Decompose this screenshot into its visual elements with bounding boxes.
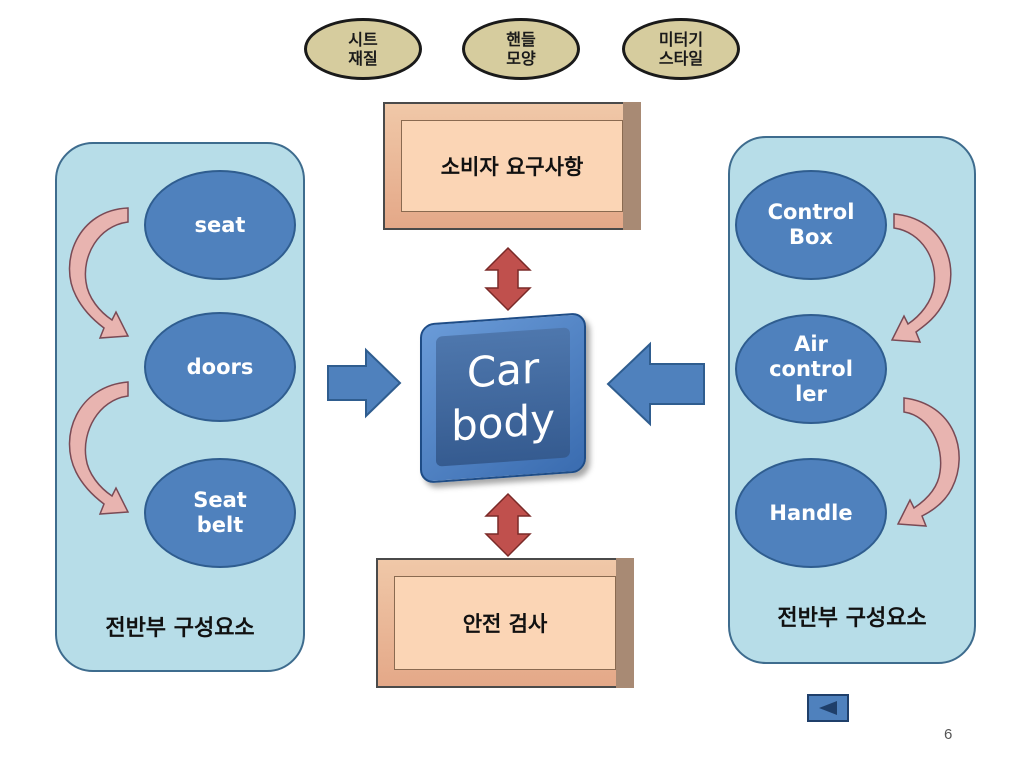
oval-doors: doors xyxy=(144,312,296,422)
tag-line2: 스타일 xyxy=(658,49,704,68)
oval-control-box: Control Box xyxy=(735,170,887,280)
oval-label-line2: Box xyxy=(789,225,833,249)
tag-line2: 모양 xyxy=(506,49,536,68)
oval-label: Handle xyxy=(769,500,853,525)
arrow-left-to-center xyxy=(327,347,402,419)
car-body-box: Car body xyxy=(420,312,586,484)
tag-seat-material: 시트 재질 xyxy=(304,18,422,80)
oval-air-controller: Air control ler xyxy=(735,314,887,424)
oval-label-line1: Air xyxy=(794,331,828,356)
oval-label: seat xyxy=(194,212,246,237)
oval-seat: seat xyxy=(144,170,296,280)
car-body-line1: Car xyxy=(466,343,540,398)
oval-label: doors xyxy=(186,354,254,379)
requirements-box: 소비자 요구사항 xyxy=(383,102,641,230)
oval-label-line2: belt xyxy=(196,513,244,537)
page-number: 6 xyxy=(944,726,953,743)
car-body-label: Car body xyxy=(436,327,570,467)
safety-label: 안전 검사 xyxy=(394,576,616,670)
requirements-label: 소비자 요구사항 xyxy=(401,120,623,212)
tag-line1: 시트 xyxy=(348,30,378,49)
arrow-right-to-center xyxy=(606,341,705,427)
tag-meter-style: 미터기 스타일 xyxy=(622,18,740,80)
back-arrow-icon xyxy=(819,701,837,715)
right-panel-title: 전반부 구성요소 xyxy=(777,606,927,631)
tag-line1: 핸들 xyxy=(506,30,536,49)
safety-box: 안전 검사 xyxy=(376,558,634,688)
oval-label-line2: control xyxy=(769,356,853,381)
curved-arrow-left-bottom xyxy=(68,381,130,515)
oval-label-line1: Control xyxy=(767,200,855,224)
curved-arrow-left-top xyxy=(68,207,130,339)
left-panel-title: 전반부 구성요소 xyxy=(105,616,255,641)
oval-label-line1: Seat xyxy=(193,488,247,512)
oval-seat-belt: Seat belt xyxy=(144,458,296,568)
oval-handle: Handle xyxy=(735,458,887,568)
tag-line2: 재질 xyxy=(348,49,378,68)
curved-arrow-right-bottom xyxy=(896,397,960,527)
tag-line1: 미터기 xyxy=(658,30,704,49)
tag-handle-shape: 핸들 모양 xyxy=(462,18,580,80)
double-arrow-bottom xyxy=(484,492,532,558)
curved-arrow-right-top xyxy=(890,213,952,343)
oval-label-line3: ler xyxy=(795,381,827,406)
double-arrow-top xyxy=(484,246,532,312)
car-body-line2: body xyxy=(451,394,555,451)
back-button[interactable] xyxy=(807,694,849,722)
